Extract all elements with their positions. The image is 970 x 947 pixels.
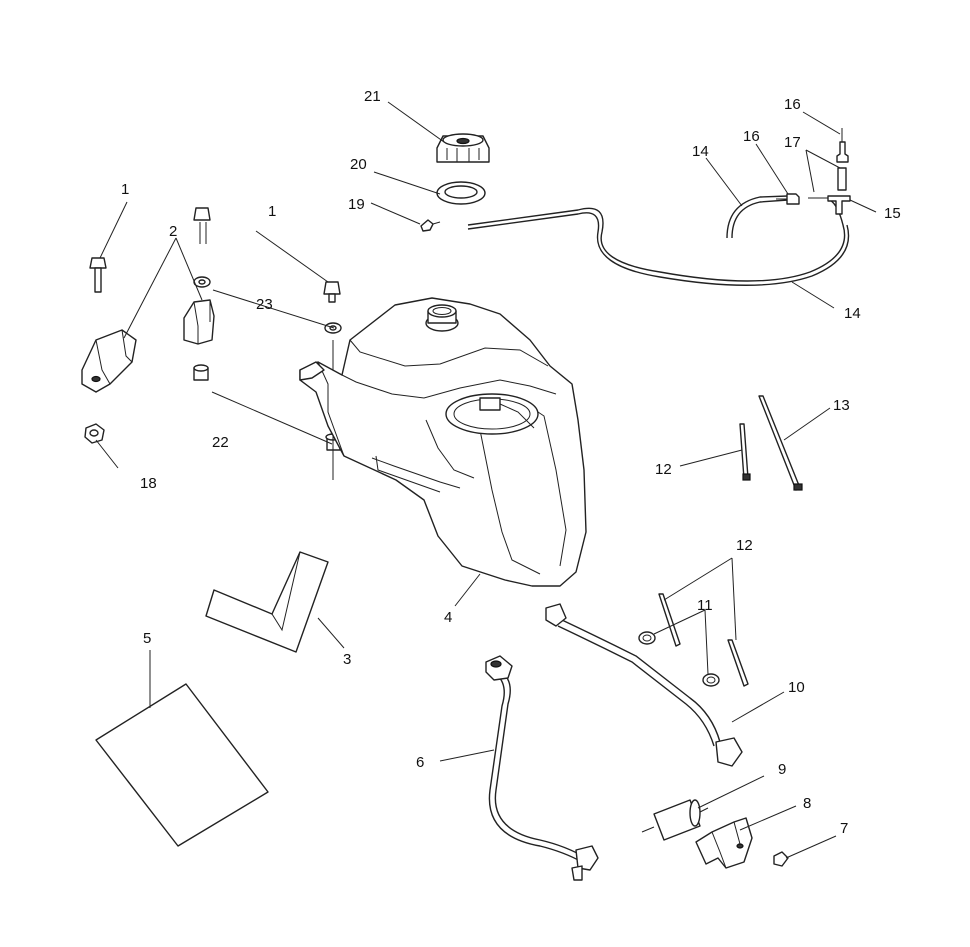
callout-labels: 1 1 2 3 4 5 6 7 8 9 10 11 12 12 13 14 14… [121, 88, 901, 837]
mount-bolt-right [323, 281, 341, 303]
fuel-tank [299, 297, 587, 587]
callout-3: 3 [343, 651, 351, 668]
callout-14-upper: 14 [692, 143, 709, 160]
callout-15: 15 [884, 205, 901, 222]
hose-clamp-upper [638, 631, 656, 645]
callout-11: 11 [697, 597, 713, 614]
callout-22: 22 [212, 434, 229, 451]
cap-tether-clip [420, 219, 441, 232]
callout-21: 21 [364, 88, 381, 105]
flat-pad [95, 683, 269, 847]
callout-10: 10 [788, 679, 805, 696]
callout-20: 20 [350, 156, 367, 173]
callout-2: 2 [169, 223, 177, 240]
cap-gasket [436, 181, 486, 205]
fuel-supply-hose [485, 655, 599, 881]
fuel-filter [641, 799, 709, 841]
callout-1-right: 1 [268, 203, 276, 220]
callout-6: 6 [416, 754, 424, 771]
mount-bolt-top [193, 207, 211, 244]
strap-bolts-upper [739, 395, 803, 491]
callout-16-left: 16 [743, 128, 760, 145]
grommet-left [193, 364, 209, 381]
fuel-return-hose [545, 603, 743, 767]
mount-bolt-left [89, 257, 107, 293]
callout-1-left: 1 [121, 181, 129, 198]
hose-clamp-lower [702, 673, 720, 687]
callout-4: 4 [444, 609, 452, 626]
fuel-cap [436, 133, 490, 163]
callout-12-lower: 12 [736, 537, 753, 554]
strap-bolts-lower [658, 593, 749, 687]
leader-lines [95, 101, 877, 859]
mount-nut [84, 423, 105, 444]
bracket-screw [773, 851, 789, 867]
callout-7: 7 [840, 820, 848, 837]
vent-tee-fitting [776, 128, 851, 215]
callout-23: 23 [256, 296, 273, 313]
mount-bracket-left [81, 329, 137, 393]
callout-12-upper: 12 [655, 461, 672, 478]
callout-5: 5 [143, 630, 151, 647]
callout-18: 18 [140, 475, 157, 492]
mount-bracket-right [183, 299, 215, 345]
vent-hose [467, 195, 850, 286]
callout-19: 19 [348, 196, 365, 213]
callout-8: 8 [803, 795, 811, 812]
heat-shield-pad [205, 551, 329, 653]
callout-17: 17 [784, 134, 801, 151]
callout-9: 9 [778, 761, 786, 778]
callout-16-top: 16 [784, 96, 801, 113]
callout-13: 13 [833, 397, 850, 414]
filter-bracket [695, 817, 753, 869]
callout-14-lower: 14 [844, 305, 861, 322]
